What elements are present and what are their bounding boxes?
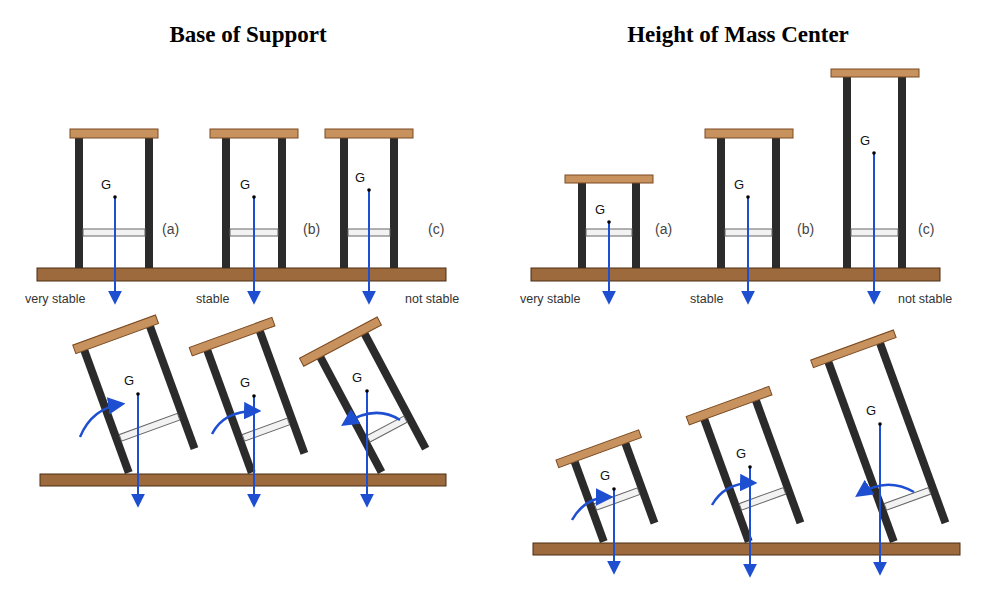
part-letter: (a) bbox=[162, 221, 179, 237]
stability-label: stable bbox=[196, 292, 229, 306]
mass-center-label: G bbox=[352, 371, 362, 386]
part-letter: (c) bbox=[428, 221, 444, 237]
part-letter: (a) bbox=[655, 221, 672, 237]
mass-center-label: G bbox=[600, 469, 610, 484]
mass-center-label: G bbox=[860, 134, 870, 149]
mass-center-label: G bbox=[240, 376, 250, 391]
panel-heading: Base of Support bbox=[169, 22, 326, 48]
part-letter: (b) bbox=[797, 221, 814, 237]
stability-label: not stable bbox=[898, 292, 952, 306]
part-letter: (c) bbox=[918, 221, 934, 237]
mass-center-label: G bbox=[355, 171, 365, 186]
part-letter: (b) bbox=[303, 221, 320, 237]
mass-center-label: G bbox=[240, 178, 250, 193]
mass-center-label: G bbox=[866, 404, 876, 419]
panel-heading: Height of Mass Center bbox=[627, 22, 849, 48]
mass-center-label: G bbox=[595, 203, 605, 218]
stability-label: not stable bbox=[405, 292, 459, 306]
mass-center-label: G bbox=[124, 374, 134, 389]
stability-label: very stable bbox=[520, 292, 580, 306]
mass-center-label: G bbox=[734, 178, 744, 193]
mass-center-label: G bbox=[736, 447, 746, 462]
mass-center-label: G bbox=[101, 178, 111, 193]
stability-label: very stable bbox=[25, 292, 85, 306]
stability-label: stable bbox=[690, 292, 723, 306]
